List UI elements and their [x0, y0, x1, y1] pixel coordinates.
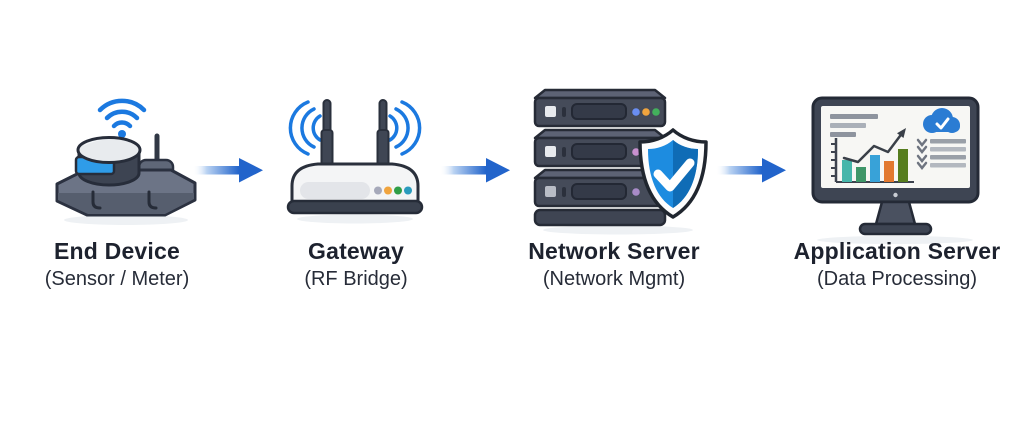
network-server-sublabel: (Network Mgmt) [542, 268, 686, 290]
bar-chart-icon [831, 128, 914, 183]
cloud-icon [923, 108, 960, 133]
application-server-node [800, 90, 995, 245]
end-device-sublabel: (Sensor / Meter) [44, 268, 190, 290]
cloud-check-icon [935, 117, 950, 130]
monitor-stand [874, 200, 917, 226]
security-shield-icon [638, 128, 708, 219]
server-rack-shield-icon [533, 88, 708, 235]
wifi-signal-icon [97, 98, 147, 129]
network-server-node [518, 86, 723, 236]
wifi-router-icon [286, 99, 424, 224]
flow-arrow-icon [193, 158, 263, 183]
end-device-node [45, 86, 205, 231]
arrow-network-server-to-application-server [716, 155, 786, 185]
checkmark-icon [653, 158, 695, 192]
shadow [543, 225, 693, 235]
gateway-sublabel: (RF Bridge) [304, 268, 408, 290]
gateway-label: Gateway [307, 238, 404, 264]
end-device-label: End Device [54, 238, 180, 264]
flow-arrow-icon [716, 158, 786, 183]
shadow [297, 214, 413, 224]
arrow-end-device-to-gateway [193, 155, 263, 185]
trend-line [842, 134, 902, 164]
application-server-sublabel: (Data Processing) [816, 268, 978, 290]
shadow [64, 215, 188, 225]
analytics-monitor-icon [811, 96, 980, 244]
arrow-gateway-to-network-server [440, 155, 510, 185]
trend-arrowhead [897, 128, 906, 138]
dashboard-list [916, 138, 966, 171]
antenna [320, 99, 390, 171]
gateway-node [280, 82, 430, 224]
flow-arrow-icon [440, 158, 510, 183]
network-server-label: Network Server [528, 238, 700, 264]
server-unit [533, 88, 667, 128]
status-leds [374, 186, 412, 195]
radio-waves-icon [288, 100, 422, 156]
iot-sensor-icon [55, 98, 197, 225]
dashboard-text-lines [830, 114, 878, 137]
server-unit [533, 168, 667, 208]
shadow [817, 236, 973, 244]
monitor-base [858, 222, 933, 236]
application-server-label: Application Server [793, 238, 1001, 264]
